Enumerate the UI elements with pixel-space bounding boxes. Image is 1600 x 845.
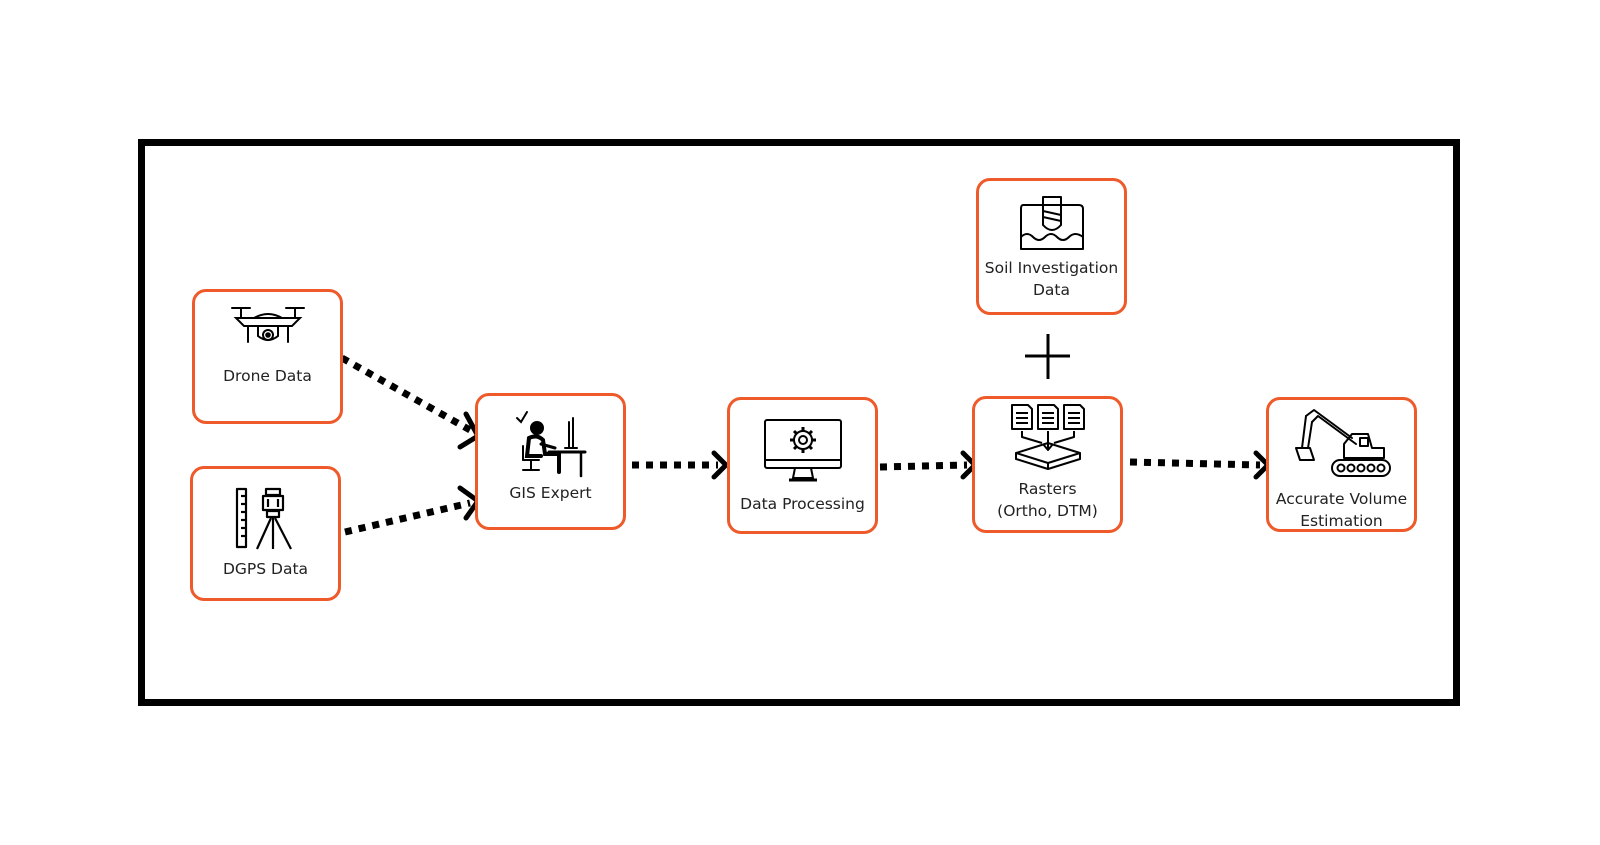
excavator-icon	[1294, 409, 1391, 477]
node-data-processing: Data Processing	[727, 397, 878, 534]
node-label: DGPS Data	[222, 560, 309, 578]
drone-icon	[230, 307, 305, 343]
node-label: Data Processing	[740, 495, 865, 513]
arrow-rasters-to-volume	[1129, 458, 1261, 469]
plus-icon	[1025, 334, 1070, 379]
monitor-gear-icon	[763, 419, 842, 482]
node-dgps-data: DGPS Data	[190, 466, 341, 601]
node-drone-data: Drone Data	[192, 289, 343, 424]
node-label: Soil Investigation Data	[984, 259, 1119, 299]
soil-drill-icon	[1019, 196, 1084, 250]
arrowhead-gis-processing	[711, 450, 729, 480]
node-rasters: Rasters (Ortho, DTM)	[972, 396, 1123, 533]
diagram-frame	[138, 139, 1460, 706]
arrow-drone-to-gis	[340, 354, 472, 434]
node-volume-estimation: Accurate Volume Estimation	[1266, 397, 1417, 532]
node-soil-investigation: Soil Investigation Data	[976, 178, 1127, 315]
node-label: Drone Data	[223, 367, 312, 385]
node-gis-expert: GIS Expert	[475, 393, 626, 530]
gis-expert-icon	[515, 411, 586, 478]
arrow-processing-to-rasters	[879, 461, 968, 471]
node-label: GIS Expert	[509, 484, 592, 502]
raster-layers-icon	[1010, 404, 1085, 470]
survey-instrument-icon	[235, 487, 292, 550]
arrow-dgps-to-gis	[344, 499, 471, 536]
node-label: Accurate Volume Estimation	[1275, 490, 1408, 530]
node-label: Rasters (Ortho, DTM)	[997, 480, 1098, 520]
